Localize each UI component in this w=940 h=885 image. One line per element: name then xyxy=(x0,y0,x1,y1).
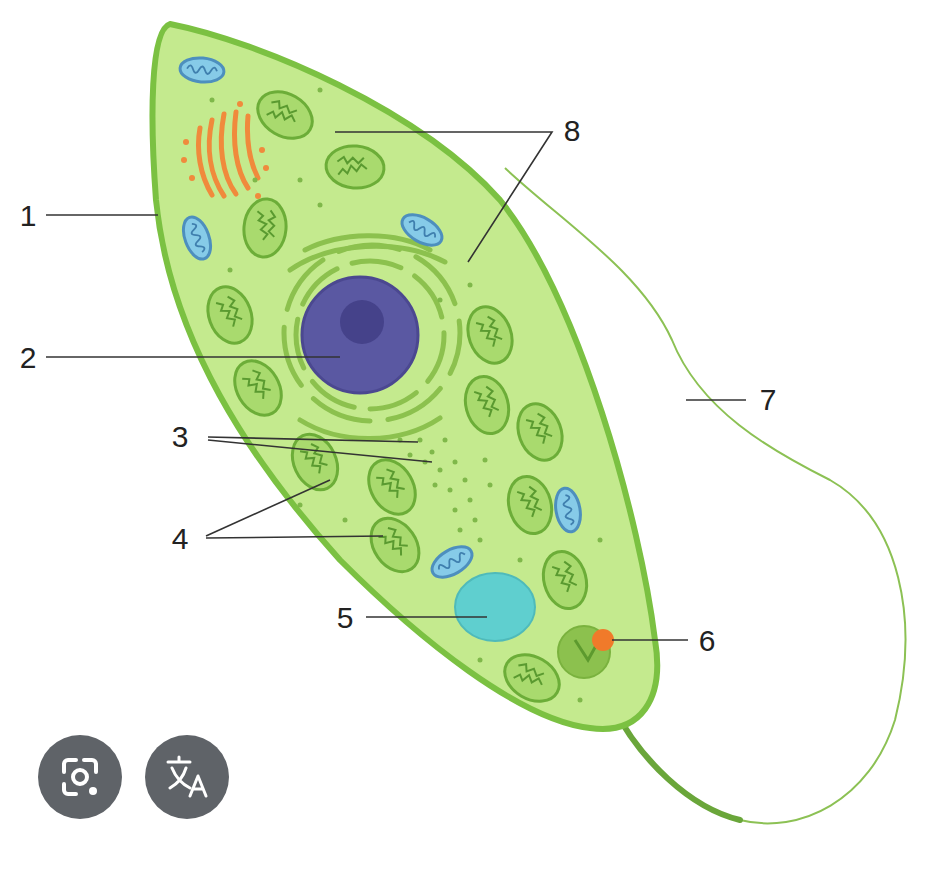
leader-line xyxy=(46,214,158,216)
leader-line xyxy=(206,480,330,536)
leader-line xyxy=(206,536,383,538)
nucleus xyxy=(302,277,418,393)
callout-number: 5 xyxy=(337,603,354,633)
leader-line xyxy=(686,399,746,401)
eyespot xyxy=(592,629,614,651)
callout-number: 7 xyxy=(760,385,777,415)
golgi-apparatus xyxy=(199,112,259,196)
callout-number: 2 xyxy=(20,343,37,373)
callout-number: 1 xyxy=(20,201,37,231)
nucleolus xyxy=(340,300,384,344)
chloroplasts xyxy=(200,82,592,710)
callout-number: 3 xyxy=(172,422,189,452)
leader-line xyxy=(366,616,487,618)
cytoplasm-granules xyxy=(210,88,603,703)
leader-line xyxy=(208,437,418,442)
mitochondria xyxy=(178,56,583,583)
leader-line xyxy=(335,132,552,262)
leader-lines xyxy=(46,132,746,640)
golgi-vesicles xyxy=(181,101,269,199)
callout-number: 8 xyxy=(564,116,581,146)
endoplasmic-reticulum xyxy=(284,236,460,439)
leader-line xyxy=(612,639,688,641)
callout-number: 6 xyxy=(699,626,716,656)
callout-number: 4 xyxy=(172,524,189,554)
leader-line xyxy=(208,440,432,462)
cell-membrane xyxy=(153,24,658,729)
leader-line xyxy=(46,356,340,358)
lens-icon xyxy=(38,735,122,819)
contractile-vacuole xyxy=(455,573,535,641)
translate-icon xyxy=(145,735,229,819)
